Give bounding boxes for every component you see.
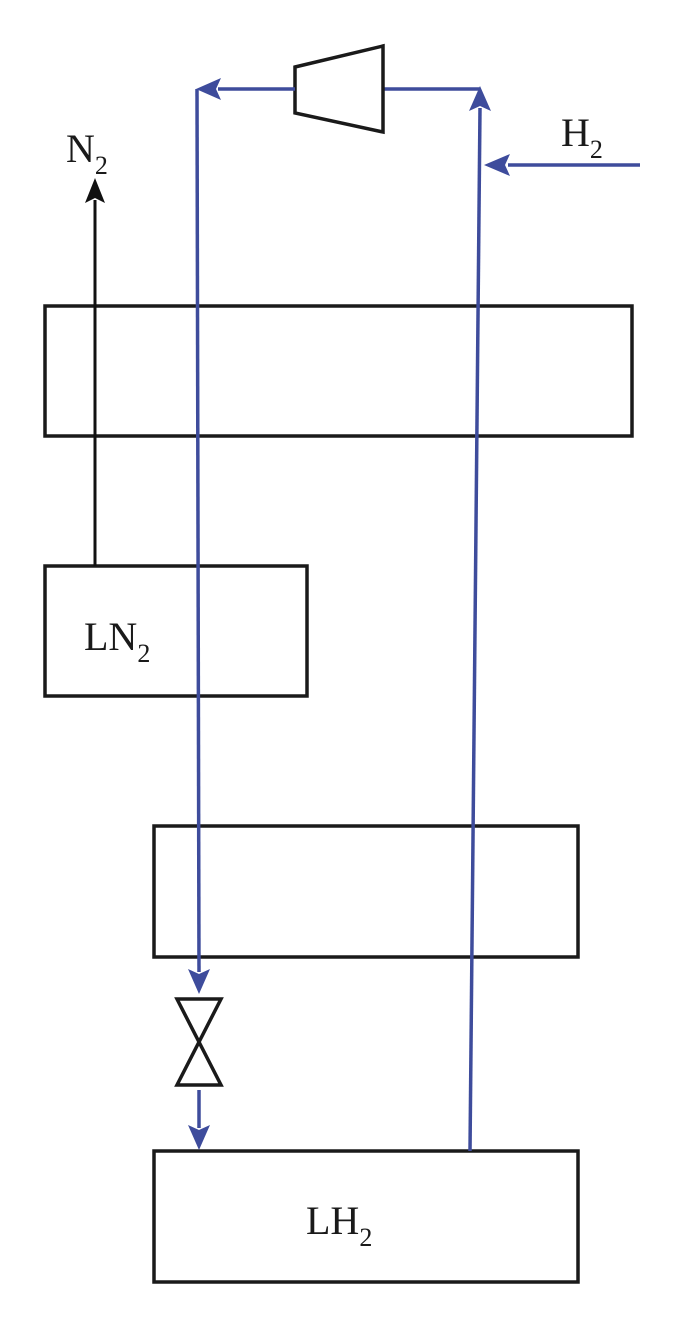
return-gas-line: [468, 107, 482, 1152]
liquid-nitrogen-bath: [43, 564, 309, 698]
return-gas-arrowhead: [469, 86, 491, 111]
liquid-hydrogen-tank: [152, 1149, 580, 1284]
upper-heat-exchanger: [43, 304, 634, 438]
valve-outlet-arrowhead: [188, 1125, 210, 1150]
hydrogen-feed-arrowhead: [484, 154, 510, 176]
nitrogen-vent-arrowhead: [85, 178, 105, 203]
valve-inlet-arrowhead: [188, 969, 210, 994]
compressor: [293, 43, 385, 135]
liquid-nitrogen-label: LN2: [84, 614, 150, 668]
high-pressure-down-line: [195, 88, 201, 973]
hydrogen-in-label: H2: [561, 110, 603, 164]
nitrogen-out-label: N2: [66, 126, 108, 180]
liquid-hydrogen-label: LH2: [306, 1198, 372, 1252]
expansion-valve: [174, 997, 224, 1087]
compressor-outlet-arrowhead: [196, 78, 221, 100]
lower-heat-exchanger: [152, 824, 580, 959]
